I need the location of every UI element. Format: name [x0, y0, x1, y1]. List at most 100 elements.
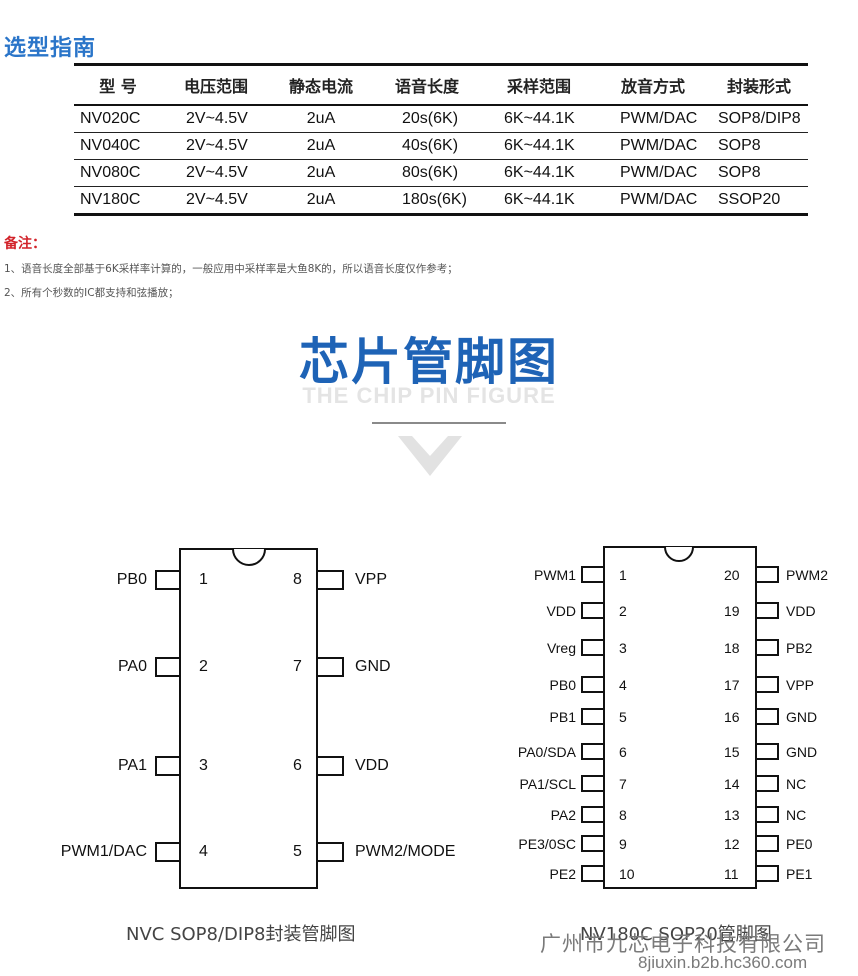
- pin-section-title: 芯片管脚图: [299, 333, 559, 391]
- sop8-pin-8: [316, 570, 344, 590]
- sop20-pin-label: PA2: [550, 807, 576, 823]
- sop20-pin-number: 12: [724, 836, 740, 852]
- sop8-pin-label: PA1: [117, 757, 147, 774]
- table-cell: PWM/DAC: [596, 105, 710, 133]
- col-header-length: 语音长度: [372, 63, 482, 106]
- sop20-pin-label: GND: [786, 709, 818, 725]
- sop8-pin-number: 5: [293, 843, 302, 860]
- table-cell: 2uA: [270, 159, 372, 187]
- sop20-pin-label: Vreg: [546, 640, 576, 656]
- sop20-pin-number: 10: [619, 866, 635, 882]
- table-cell: 180s(6K): [372, 186, 482, 216]
- table-cell: 2V~4.5V: [162, 105, 270, 133]
- sop20-notch: [664, 546, 694, 562]
- table-row: NV080C 2V~4.5V 2uA 80s(6K) 6K~44.1K PWM/…: [74, 159, 808, 187]
- sop20-pin-label: PB0: [549, 677, 576, 693]
- table-cell: NV180C: [74, 186, 162, 216]
- table-cell: NV040C: [74, 132, 162, 160]
- sop8-pin-6: [316, 756, 344, 776]
- table-cell: 2uA: [270, 186, 372, 216]
- sop20-pin-number: 1: [619, 567, 627, 583]
- sop20-pin-label: VDD: [546, 603, 576, 619]
- sop20-pin-17: [755, 676, 779, 693]
- sop8-pin-number: 3: [199, 757, 208, 774]
- table-cell: 20s(6K): [372, 105, 482, 133]
- table-cell: SSOP20: [710, 186, 808, 216]
- table-cell: 6K~44.1K: [482, 159, 596, 187]
- sop20-pin-3: [581, 639, 605, 656]
- chevron-down-icon: [398, 436, 462, 476]
- sop20-pin-label: PWM1: [534, 567, 576, 583]
- sop20-pin-18: [755, 639, 779, 656]
- sop20-pin-number: 19: [724, 603, 740, 619]
- sop20-pin-number: 3: [619, 640, 627, 656]
- sop20-pin-number: 5: [619, 709, 627, 725]
- sop20-pin-label: PWM2: [786, 567, 828, 583]
- note-item: 1、语音长度全部基于6K采样率计算的，一般应用中采样率是大鱼8K的，所以语音长度…: [4, 263, 458, 275]
- sop20-pin-label: PB1: [549, 709, 576, 725]
- divider: [372, 422, 506, 424]
- sop20-pin-label: VDD: [786, 603, 816, 619]
- sop20-pin-10: [581, 865, 605, 882]
- table-cell: 40s(6K): [372, 132, 482, 160]
- table-cell: 2V~4.5V: [162, 132, 270, 160]
- sop20-pin-number: 13: [724, 807, 740, 823]
- sop20-pin-label: PE0: [786, 836, 813, 852]
- sop20-pin-label: PE1: [786, 866, 813, 882]
- table-cell: PWM/DAC: [596, 159, 710, 187]
- sop8-pin-number: 4: [199, 843, 208, 860]
- sop8-pin-label: PWM2/MODE: [355, 843, 456, 860]
- pin-section-subtitle: THE CHIP PIN FIGURE: [302, 383, 556, 408]
- sop8-pin-number: 6: [293, 757, 302, 774]
- sop8-pin-5: [316, 842, 344, 862]
- table-cell: SOP8/DIP8: [710, 105, 808, 133]
- sop8-pin-number: 2: [199, 658, 208, 675]
- sop8-pin-1: [155, 570, 181, 590]
- sop20-pin-label: VPP: [786, 677, 815, 693]
- sop20-pin-2: [581, 602, 605, 619]
- sop20-pin-number: 20: [724, 567, 740, 583]
- sop20-pin-14: [755, 775, 779, 792]
- sop20-pin-7: [581, 775, 605, 792]
- sop20-pin-number: 11: [724, 866, 739, 882]
- watermark-site: 8jiuxin.b2b.hc360.com: [638, 953, 808, 972]
- table-cell: 2uA: [270, 132, 372, 160]
- table-cell: 2V~4.5V: [162, 186, 270, 216]
- sop20-pin-label: NC: [786, 776, 807, 792]
- table-cell: 6K~44.1K: [482, 105, 596, 133]
- sop20-pin-19: [755, 602, 779, 619]
- sop20-caption: NV180C SOP20管脚图: [580, 924, 772, 945]
- col-header-package: 封装形式: [710, 63, 808, 106]
- selection-table: 型 号 电压范围 静态电流 语音长度 采样范围 放音方式 封装形式 NV020C…: [74, 63, 808, 216]
- sop20-pin-9: [581, 835, 605, 852]
- sop20-pin-6: [581, 743, 605, 760]
- sop20-pin-number: 7: [619, 776, 627, 792]
- sop20-pin-number: 17: [724, 677, 740, 693]
- sop20-pin-number: 18: [724, 640, 740, 656]
- section-title: 选型指南: [4, 36, 97, 61]
- sop8-pin-7: [316, 657, 344, 677]
- sop8-pin-number: 7: [293, 658, 302, 675]
- sop20-pin-label: PE2: [549, 866, 576, 882]
- table-cell: 2V~4.5V: [162, 159, 270, 187]
- sop8-pin-label: VPP: [355, 571, 388, 588]
- sop20-pin-1: [581, 566, 605, 583]
- sop20-pin-number: 16: [724, 709, 740, 725]
- table-cell: 2uA: [270, 105, 372, 133]
- sop20-pin-number: 9: [619, 836, 627, 852]
- col-header-playback: 放音方式: [596, 63, 710, 106]
- sop8-pin-2: [155, 657, 181, 677]
- sop20-pin-label: PA0/SDA: [517, 744, 576, 760]
- sop8-body: [179, 548, 318, 889]
- table-cell: 80s(6K): [372, 159, 482, 187]
- sop8-pin-number: 1: [199, 571, 208, 588]
- sop20-pin-number: 2: [619, 603, 627, 619]
- sop20-pin-number: 14: [724, 776, 740, 792]
- table-row: NV020C 2V~4.5V 2uA 20s(6K) 6K~44.1K PWM/…: [74, 105, 808, 133]
- watermark-company: 广州市九芯电子科技有限公司: [540, 932, 826, 956]
- table-cell: 6K~44.1K: [482, 132, 596, 160]
- sop20-body: [603, 546, 757, 889]
- sop20-pin-16: [755, 708, 779, 725]
- table-cell: PWM/DAC: [596, 132, 710, 160]
